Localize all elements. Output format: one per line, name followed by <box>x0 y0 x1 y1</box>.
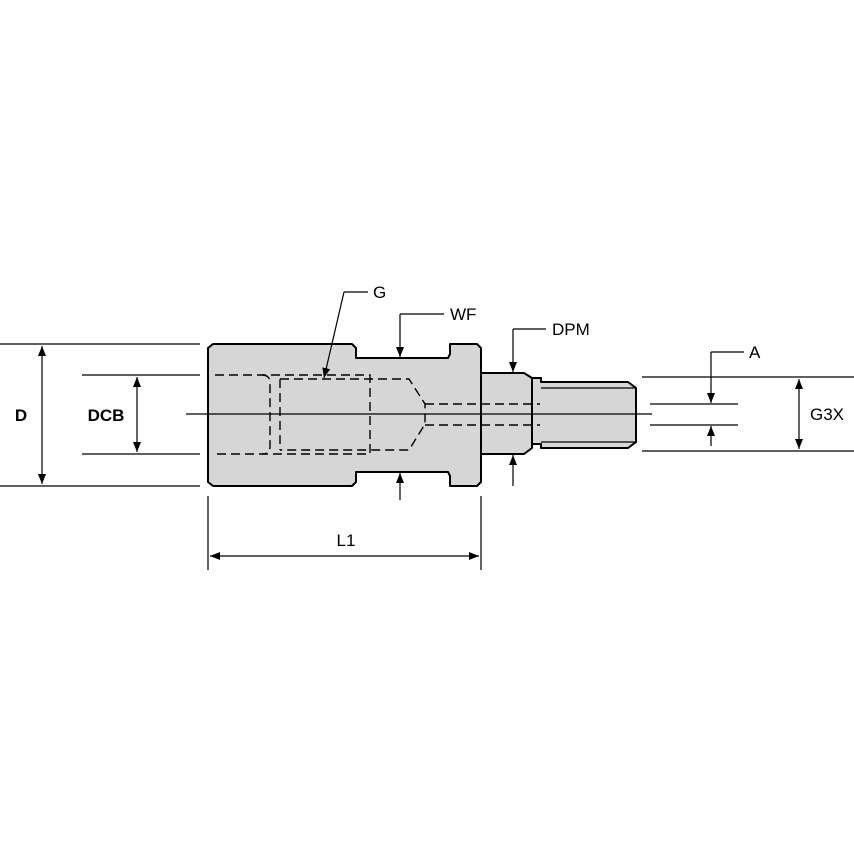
label-a: A <box>749 343 761 362</box>
tool-body <box>207 343 482 487</box>
label-dcb: DCB <box>88 406 125 425</box>
label-g3x: G3X <box>810 405 844 424</box>
dimension-dcb: DCB <box>82 374 200 455</box>
dimension-g3x: G3X <box>642 376 854 452</box>
dimension-d: D <box>0 343 200 487</box>
label-d: D <box>15 406 27 425</box>
leader-dpm: DPM <box>509 320 590 486</box>
leader-g: G <box>322 283 386 379</box>
label-wf: WF <box>450 305 476 324</box>
dimension-a: A <box>650 343 761 446</box>
label-dpm: DPM <box>552 320 590 339</box>
dimension-l1: L1 <box>207 496 482 570</box>
leader-wf: WF <box>396 305 476 500</box>
label-l1: L1 <box>337 531 356 550</box>
label-g: G <box>373 283 386 302</box>
